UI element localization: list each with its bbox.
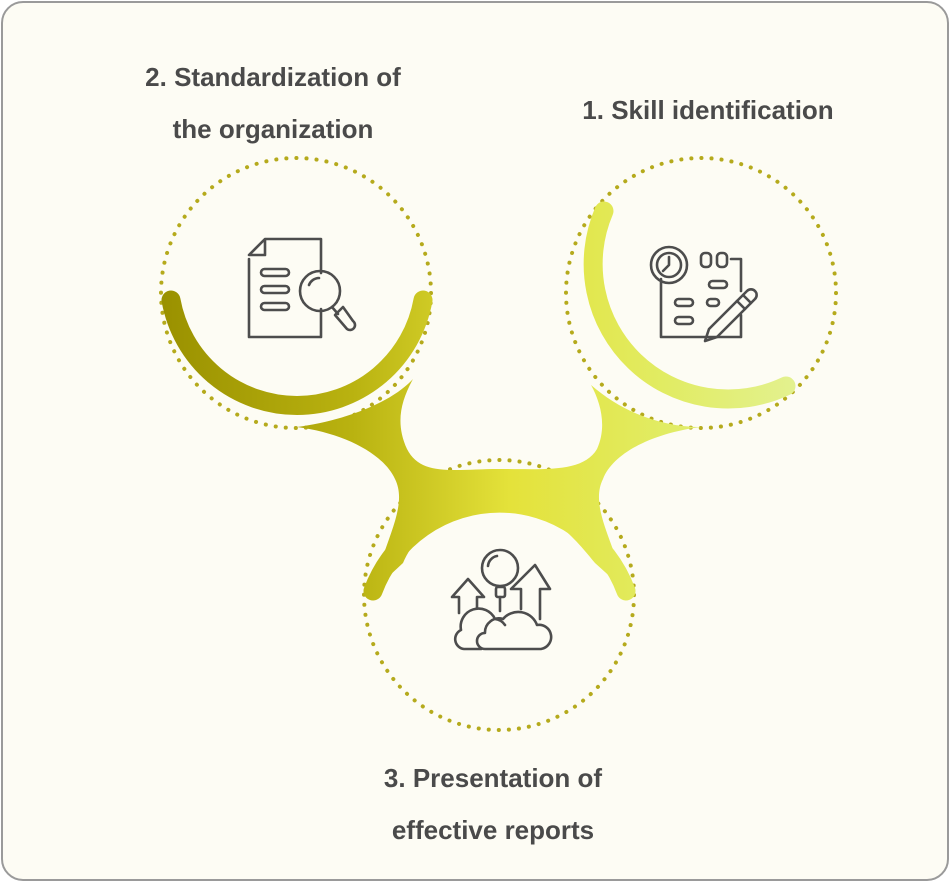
step-1-title: Skill identification xyxy=(611,95,834,125)
step-3-label: 3. Presentation of effective reports xyxy=(348,752,638,856)
step-3-line-2: effective reports xyxy=(391,815,595,845)
step-2-number: 2. xyxy=(145,62,167,92)
step-1-label: 1. Skill identification xyxy=(563,84,853,136)
step-3-title-line-1: Presentation of xyxy=(412,763,603,793)
document-magnifier-icon xyxy=(247,237,357,339)
step-1-line-1: 1. Skill identification xyxy=(563,84,853,136)
step-3-number: 3. xyxy=(383,763,406,793)
step-2-label: 2. Standardization of the organization xyxy=(113,51,433,155)
step-2-line-1: 2. Standardization of xyxy=(113,51,433,103)
step-2-title-line-1: Standardization of xyxy=(174,62,401,92)
step-1-number: 1. xyxy=(582,95,604,125)
cycle-diagram xyxy=(159,156,838,732)
cloud-arrows-magnifier-icon xyxy=(450,548,553,651)
step-2-line-2: the organization xyxy=(172,114,374,144)
checklist-clock-pencil-icon xyxy=(649,245,758,343)
step-3-line-1: 3. Presentation of xyxy=(348,752,638,804)
dotted-circle-step-1 xyxy=(564,156,838,430)
connecting-ribbon xyxy=(161,201,796,601)
dotted-circle-step-2 xyxy=(159,156,433,430)
